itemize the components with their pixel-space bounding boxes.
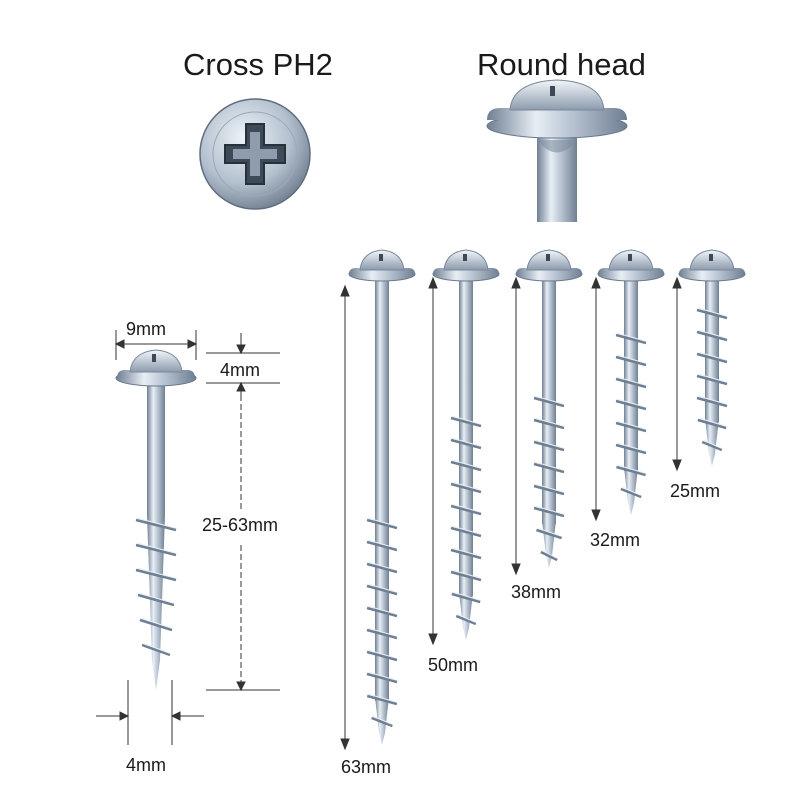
detail-screw	[115, 349, 197, 690]
length-arrows	[340, 276, 682, 751]
dimension-lines	[96, 330, 280, 745]
screw-2	[432, 249, 500, 640]
label-length-32: 32mm	[590, 530, 641, 550]
label-length-63: 63mm	[341, 757, 392, 777]
round-head-side-view	[486, 79, 628, 222]
cross-head-top-view	[199, 98, 311, 210]
screw-5	[678, 249, 746, 466]
label-shank-diameter: 4mm	[126, 755, 166, 775]
label-length-25: 25mm	[670, 481, 721, 501]
screw-row	[348, 249, 746, 745]
label-length-50: 50mm	[428, 655, 479, 675]
screw-1	[348, 249, 416, 745]
heading-round-head: Round head	[477, 47, 646, 82]
label-head-diameter: 9mm	[126, 319, 166, 339]
label-length-range: 25-63mm	[202, 515, 279, 535]
label-length-38: 38mm	[511, 582, 562, 602]
screw-4	[597, 249, 665, 515]
label-head-height: 4mm	[220, 360, 260, 380]
screw-3	[515, 249, 583, 568]
heading-cross-ph2: Cross PH2	[183, 47, 333, 82]
